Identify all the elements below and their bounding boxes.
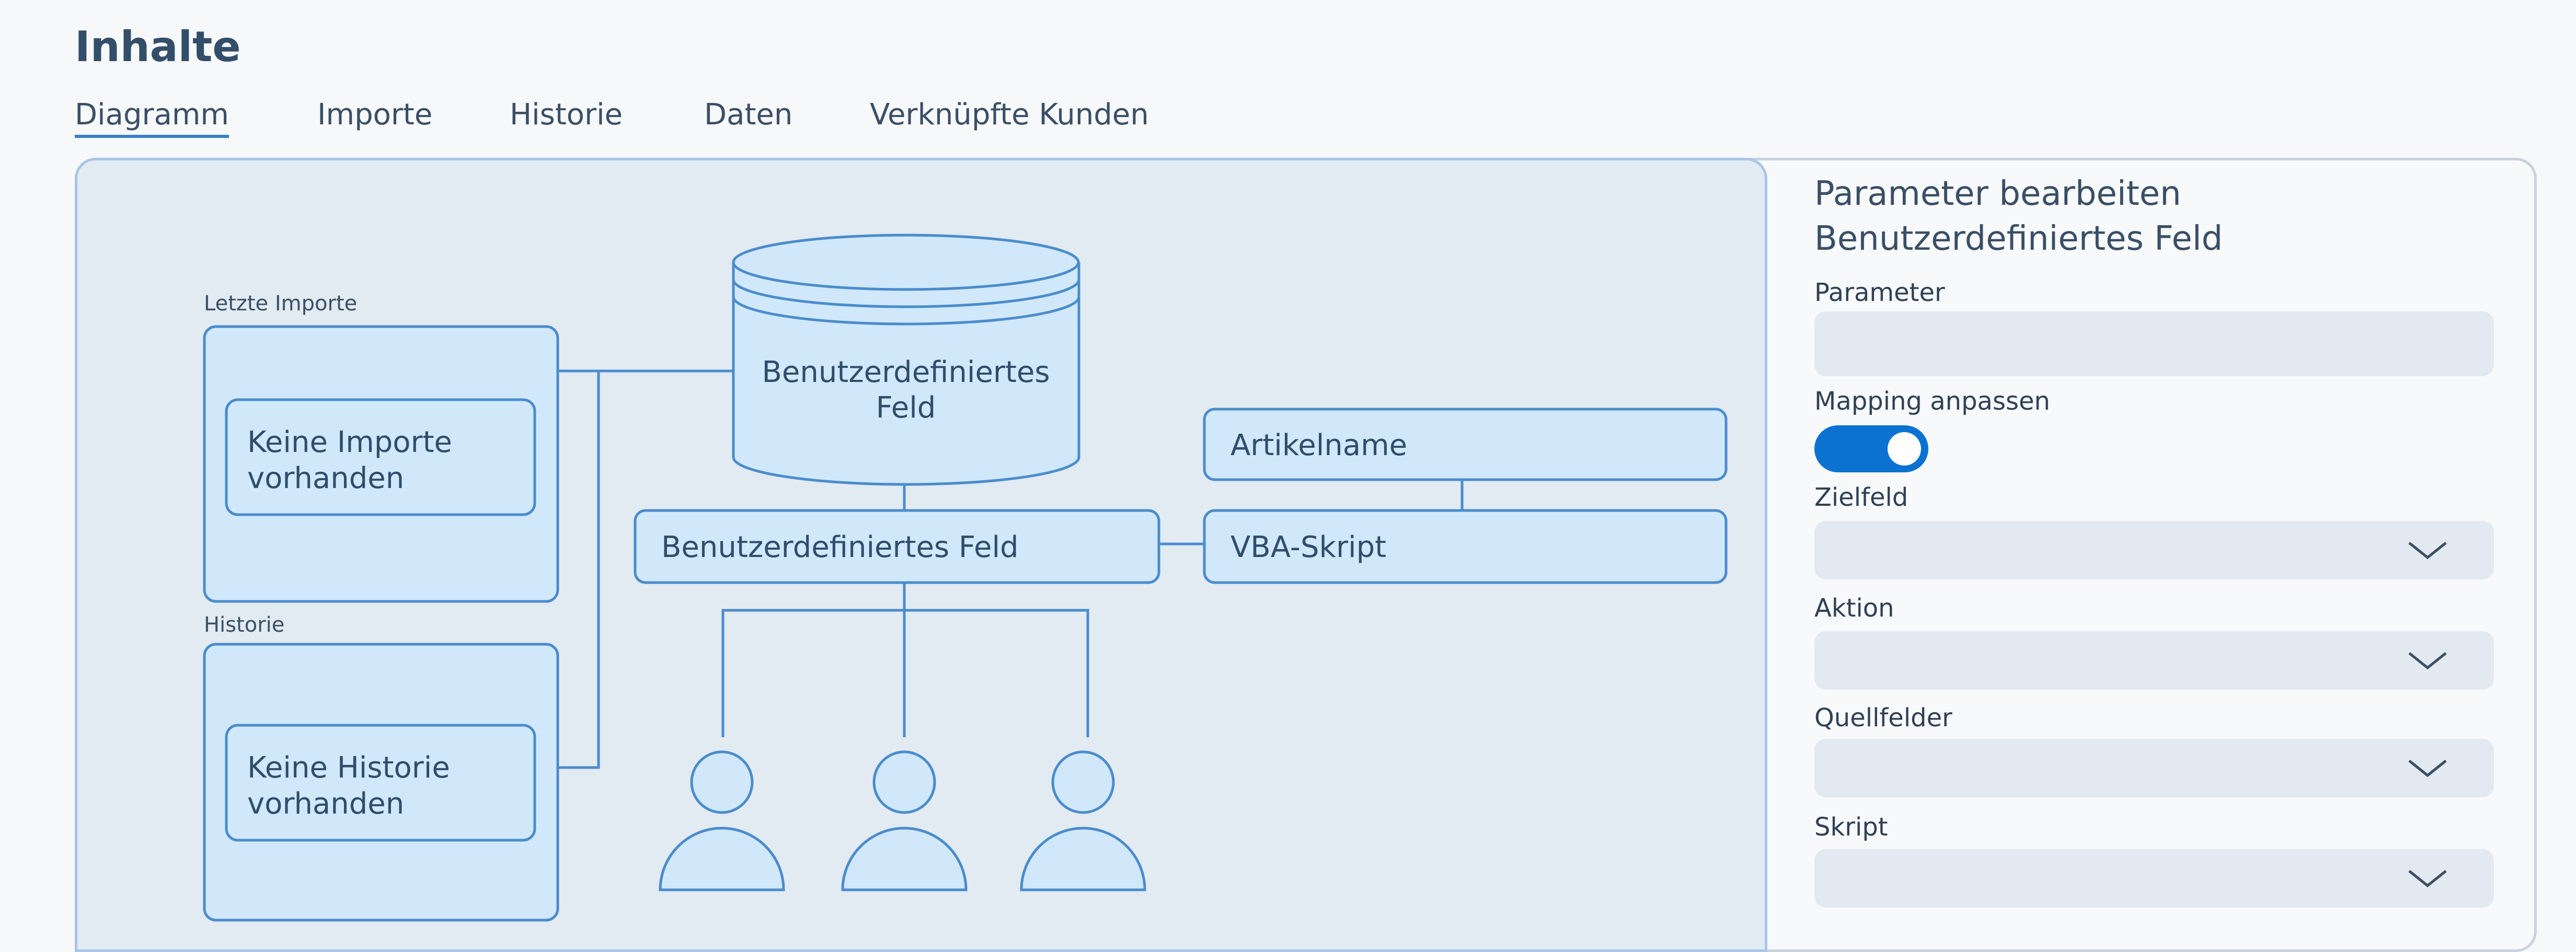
- connector-lines: [558, 369, 1464, 769]
- action-label: Aktion: [1814, 594, 1894, 623]
- action-select[interactable]: [1814, 631, 2494, 690]
- parameter-input[interactable]: [1814, 311, 2494, 376]
- article-name-node-label: Artikelname: [1230, 428, 1407, 462]
- imports-empty-box: [225, 398, 536, 516]
- article-name-node[interactable]: [1203, 408, 1728, 481]
- imports-empty-line1: Keine Importe: [247, 425, 452, 459]
- diagram-canvas: Letzte Importe Keine Importe vorhanden H…: [203, 234, 1728, 922]
- toggle-knob: [1888, 432, 1921, 466]
- side-panel-title-line2: Benutzerdefiniertes Feld: [1814, 219, 2223, 258]
- chevron-down-icon: [2408, 652, 2447, 670]
- parameter-label: Parameter: [1814, 278, 1945, 307]
- imports-section-label: Letzte Importe: [204, 292, 357, 316]
- mapping-label: Mapping anpassen: [1814, 387, 2050, 416]
- user-icon: [841, 750, 968, 891]
- tab-importe[interactable]: Importe: [317, 98, 433, 132]
- page-title: Inhalte: [75, 22, 241, 71]
- chevron-down-icon: [2408, 542, 2447, 560]
- source-select[interactable]: [1814, 739, 2494, 797]
- script-select[interactable]: [1814, 849, 2494, 908]
- vba-script-node-label: VBA-Skript: [1230, 530, 1386, 564]
- vba-script-node[interactable]: [1203, 509, 1728, 584]
- target-select[interactable]: [1814, 521, 2494, 579]
- source-label: Quellfelder: [1814, 703, 1952, 733]
- script-label: Skript: [1814, 812, 1888, 842]
- database-label-line1: Benutzerdefiniertes: [762, 355, 1050, 389]
- history-empty-line1: Keine Historie: [247, 751, 450, 785]
- custom-field-node[interactable]: [634, 509, 1160, 584]
- chevron-down-icon: [2408, 870, 2447, 888]
- tab-diagramm[interactable]: Diagramm: [75, 100, 229, 138]
- side-panel-title: Parameter bearbeiten Benutzerdefiniertes…: [1814, 171, 2494, 261]
- target-label: Zielfeld: [1814, 483, 1908, 512]
- user-icon: [659, 750, 785, 891]
- chevron-down-icon: [2408, 760, 2447, 777]
- mapping-toggle[interactable]: [1814, 425, 1928, 472]
- history-empty-box: [225, 724, 536, 842]
- tab-daten[interactable]: Daten: [704, 98, 793, 132]
- user-icon: [1020, 750, 1146, 891]
- diagram-panel: Letzte Importe Keine Importe vorhanden H…: [75, 158, 1767, 952]
- custom-field-node-label: Benutzerdefiniertes Feld: [661, 530, 1019, 564]
- tab-historie[interactable]: Historie: [510, 98, 623, 132]
- side-panel-title-line1: Parameter bearbeiten: [1814, 175, 2181, 213]
- history-section-label: Historie: [204, 613, 284, 637]
- database-icon: [732, 234, 1080, 486]
- imports-empty-line2: vorhanden: [247, 461, 404, 495]
- history-empty-line2: vorhanden: [247, 787, 404, 821]
- database-label-line2: Feld: [876, 391, 936, 425]
- tab-verknuepfte-kunden[interactable]: Verknüpfte Kunden: [870, 98, 1149, 132]
